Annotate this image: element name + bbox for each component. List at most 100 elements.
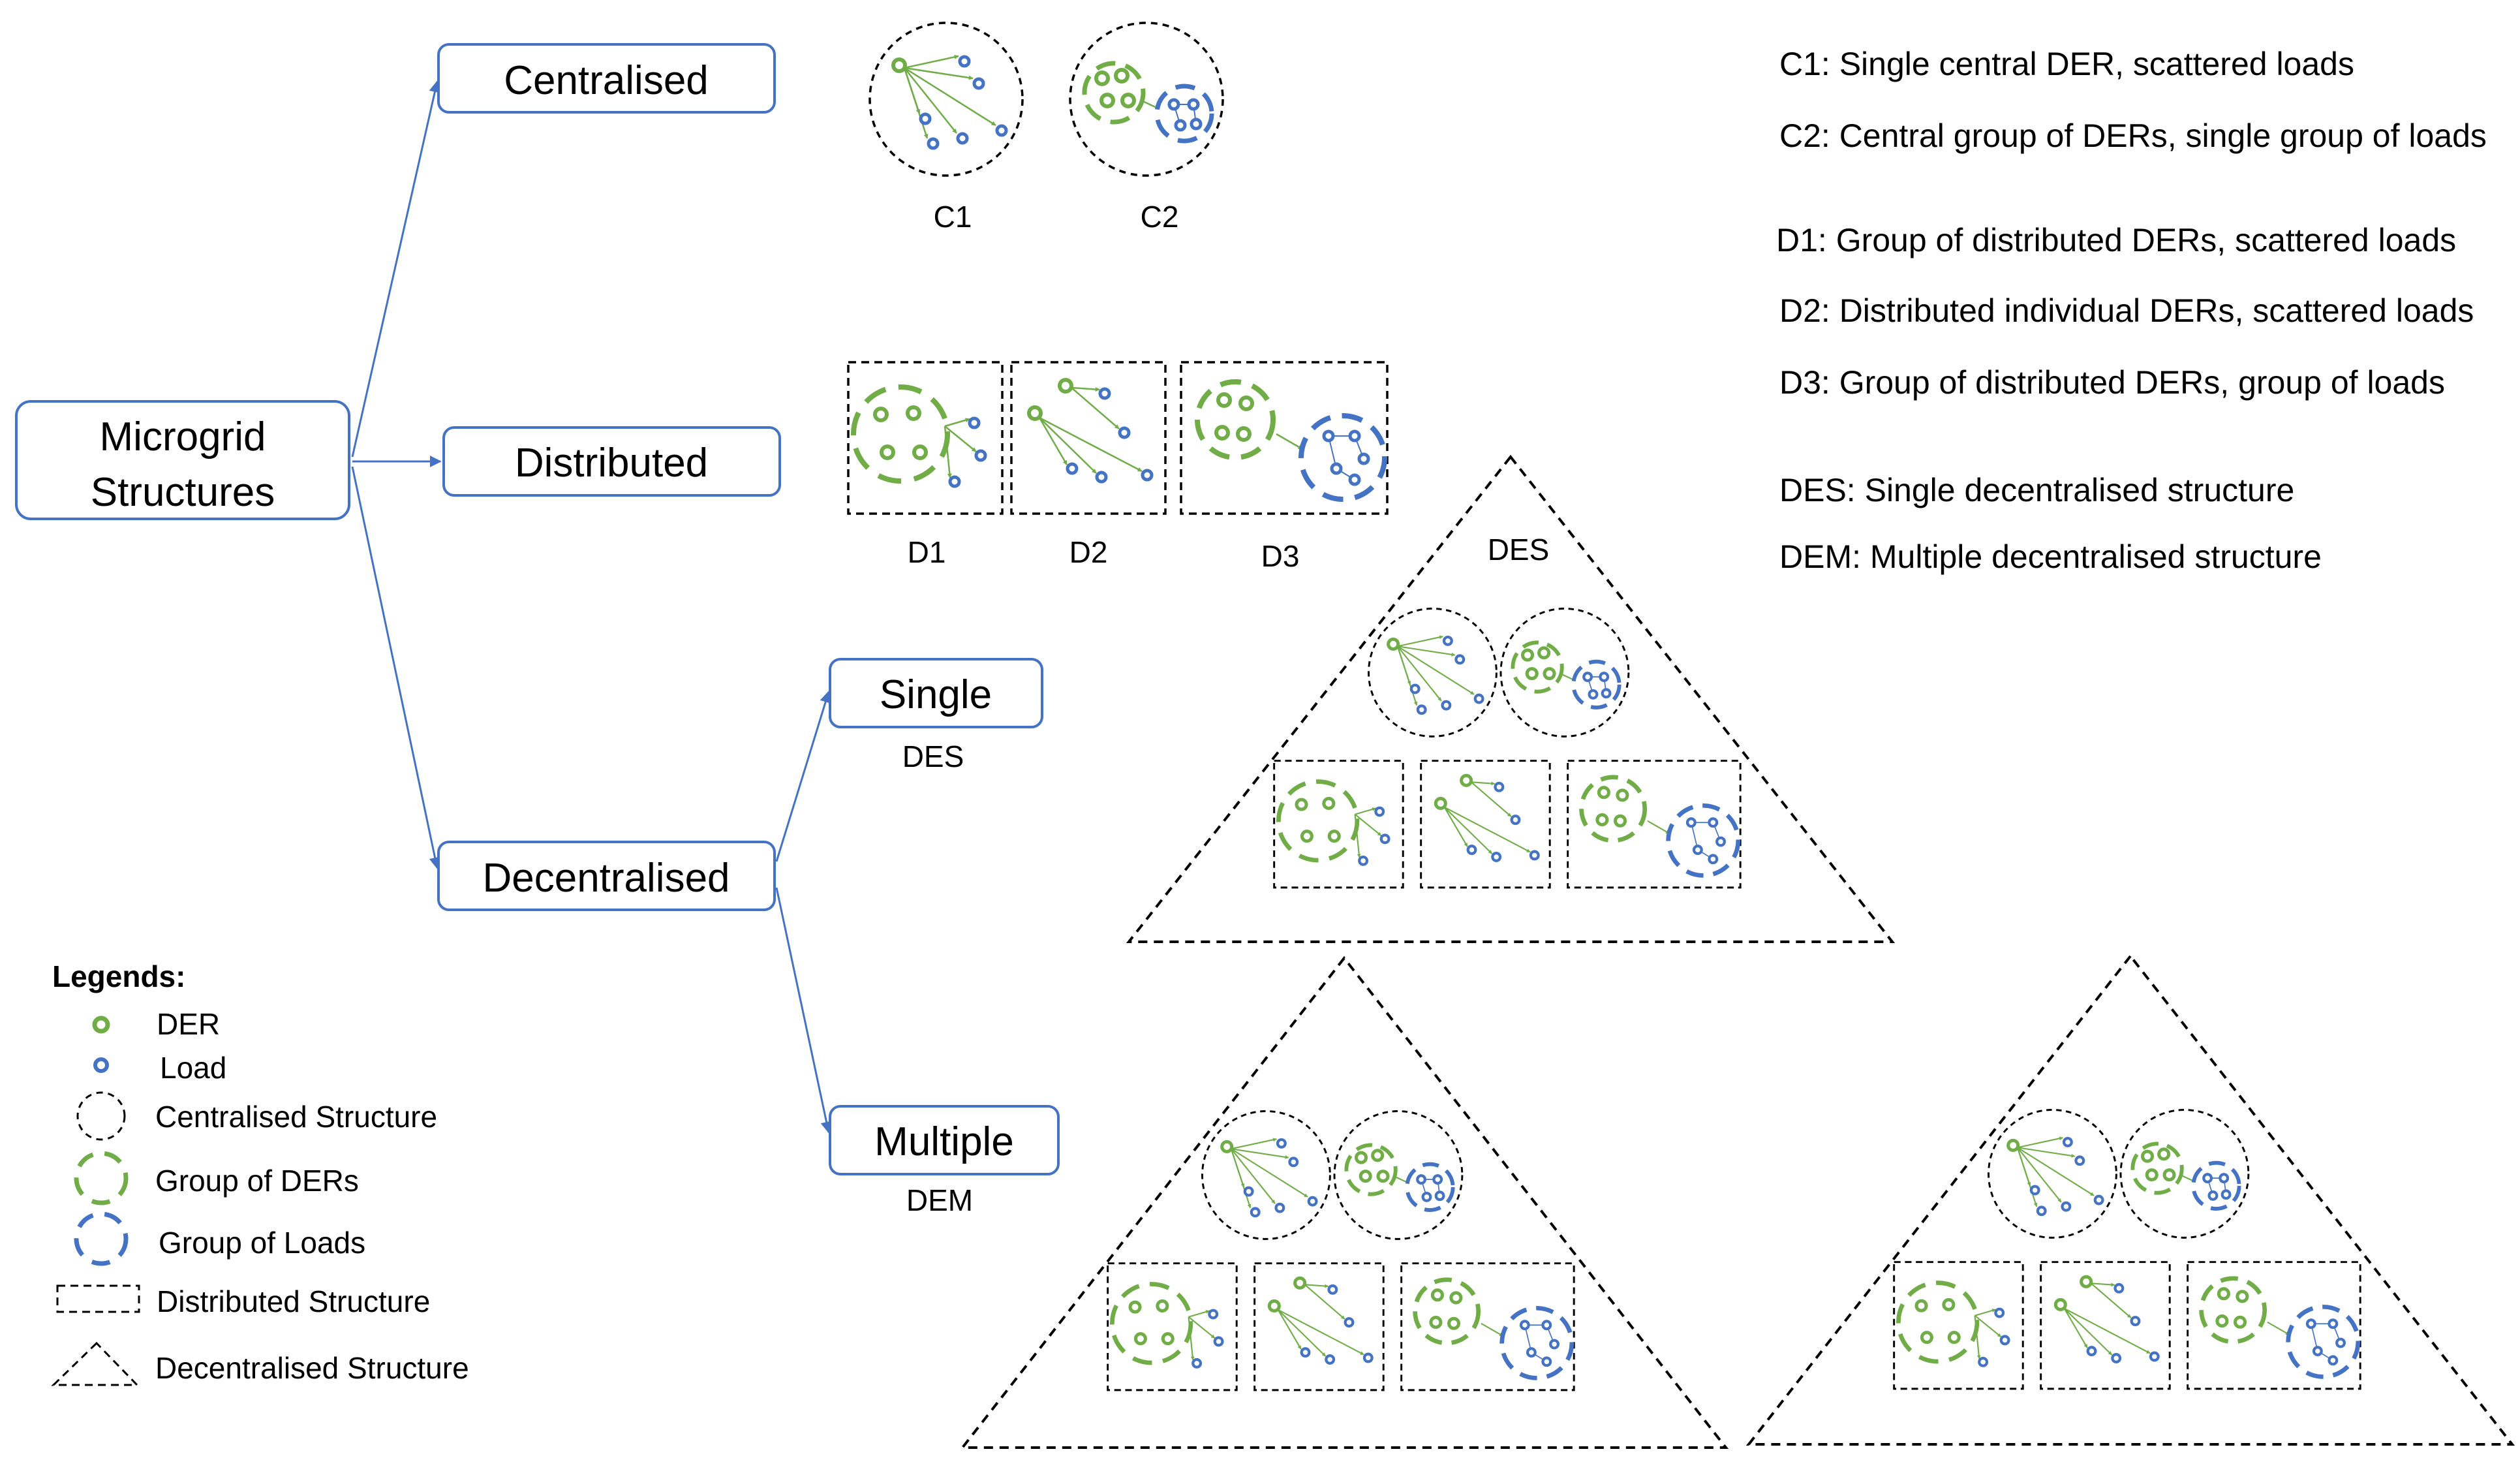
legend-item-distributed: Distributed Structure [157, 1284, 430, 1318]
load-node [2061, 1201, 2072, 1212]
dem-triangle-left [959, 955, 1729, 1449]
load-node [1095, 471, 1108, 484]
load-node [1454, 654, 1466, 665]
load-node [956, 132, 969, 145]
der-node [1387, 637, 1400, 651]
der-node [1058, 378, 1073, 394]
power-flow-arrow [1443, 807, 1493, 854]
structure-diagrams [847, 22, 2361, 1391]
power-flow-arrow [944, 426, 952, 478]
der-node [1293, 1276, 1307, 1290]
der-node [2236, 1290, 2249, 1303]
power-flow-arrow [1481, 1322, 1503, 1337]
multiple-label: Multiple [874, 1119, 1014, 1164]
description-d1: D1: Group of distributed DERs, scattered… [1776, 222, 2456, 258]
d1-diagram [847, 361, 1004, 515]
dem-left-d2 [1253, 1262, 1385, 1391]
group-of-loads [1499, 1305, 1575, 1380]
power-flow-arrow [904, 54, 959, 69]
der-node [873, 407, 889, 422]
der-node [1543, 667, 1556, 681]
power-flow-arrow [1974, 1315, 1981, 1359]
centralised-boundary [1201, 1110, 1331, 1240]
single-node: Single DES [829, 658, 1043, 773]
load-node [2328, 1355, 2339, 1366]
legend-item-centralised: Centralised Structure [155, 1100, 437, 1134]
group-of-loads [2191, 1160, 2241, 1211]
power-flow-arrow [944, 426, 977, 452]
power-flow-arrow [1397, 645, 1475, 695]
legend-item-der: DER [157, 1007, 220, 1041]
der-node [1595, 813, 1609, 827]
der-node [1376, 1170, 1390, 1183]
power-flow-arrow [1444, 806, 1531, 853]
load-node [1174, 119, 1187, 132]
blue-ring-icon [93, 1057, 109, 1073]
distributed-boundary [847, 361, 1004, 515]
group-of-ders [1110, 1282, 1193, 1365]
power-flow-arrow [1230, 1148, 1252, 1209]
load-node [2086, 1346, 2097, 1357]
descriptions: C1: Single central DER, scattered loads … [1776, 46, 2487, 575]
power-flow-arrow [2063, 1308, 2088, 1348]
load-node [1494, 781, 1505, 792]
load-node [2093, 1194, 2104, 1205]
der-node [2140, 1149, 2155, 1163]
power-flow-arrow [1188, 1316, 1216, 1339]
load-node [2220, 1189, 2232, 1200]
load-node [1327, 1284, 1338, 1295]
power-flow-arrow [2016, 1147, 2038, 1207]
dashed-circle-icon [76, 1091, 126, 1141]
der-node [1613, 814, 1627, 828]
der-node [1216, 392, 1232, 408]
group-of-loads [1571, 659, 1621, 709]
load-node [2312, 1346, 2323, 1357]
power-flow-arrow [1277, 1309, 1302, 1350]
root-label-line1: Microgrid [100, 414, 266, 459]
load-node [1599, 672, 1610, 683]
load-node [1330, 462, 1343, 475]
power-flow-arrow [1397, 645, 1456, 657]
power-flow-arrow [2267, 1321, 2290, 1335]
der-node [1947, 1331, 1961, 1344]
centralised-boundary [1499, 608, 1630, 738]
load-node [1526, 1347, 1537, 1358]
power-flow-arrow [904, 67, 996, 127]
distributed-boundary [2040, 1261, 2171, 1390]
des-triangle [1126, 454, 1896, 943]
legend-item-group-ders: Group of DERs [155, 1164, 359, 1198]
single-label: Single [880, 672, 992, 717]
group-of-ders [1195, 379, 1276, 460]
power-flow-arrow [1231, 1148, 1276, 1204]
legend-item-decentralised: Decentralised Structure [155, 1351, 469, 1385]
label-des: DES [1488, 533, 1550, 567]
load-node [1191, 1358, 1203, 1369]
power-flow-arrow [2017, 1136, 2063, 1149]
power-flow-arrow [2090, 1282, 2132, 1318]
load-node [2074, 1155, 2085, 1166]
group-of-loads [1298, 413, 1387, 502]
distributed-boundary [1567, 760, 1742, 889]
group-of-ders [2199, 1276, 2267, 1344]
der-node [2053, 1297, 2067, 1312]
der-node [1327, 830, 1341, 843]
power-flow-arrow [1470, 781, 1512, 817]
dem-left-d1 [1107, 1262, 1238, 1391]
centralised-boundary [868, 22, 1024, 177]
der-node [912, 444, 928, 460]
load-node [1288, 1157, 1299, 1168]
load-node [1715, 836, 1726, 847]
group-of-loads [1154, 84, 1214, 144]
dashed-rectangle-icon [56, 1284, 140, 1313]
load-node [1348, 473, 1361, 486]
load-node [1421, 1191, 1432, 1202]
der-node [1537, 646, 1551, 660]
der-node [1295, 798, 1308, 811]
load-node [1491, 852, 1502, 862]
der-node [1120, 93, 1136, 108]
load-node [1432, 1174, 1443, 1185]
dashed-triangle-icon [51, 1341, 140, 1386]
load-node [1442, 635, 1453, 646]
load-node [1999, 1335, 2010, 1346]
